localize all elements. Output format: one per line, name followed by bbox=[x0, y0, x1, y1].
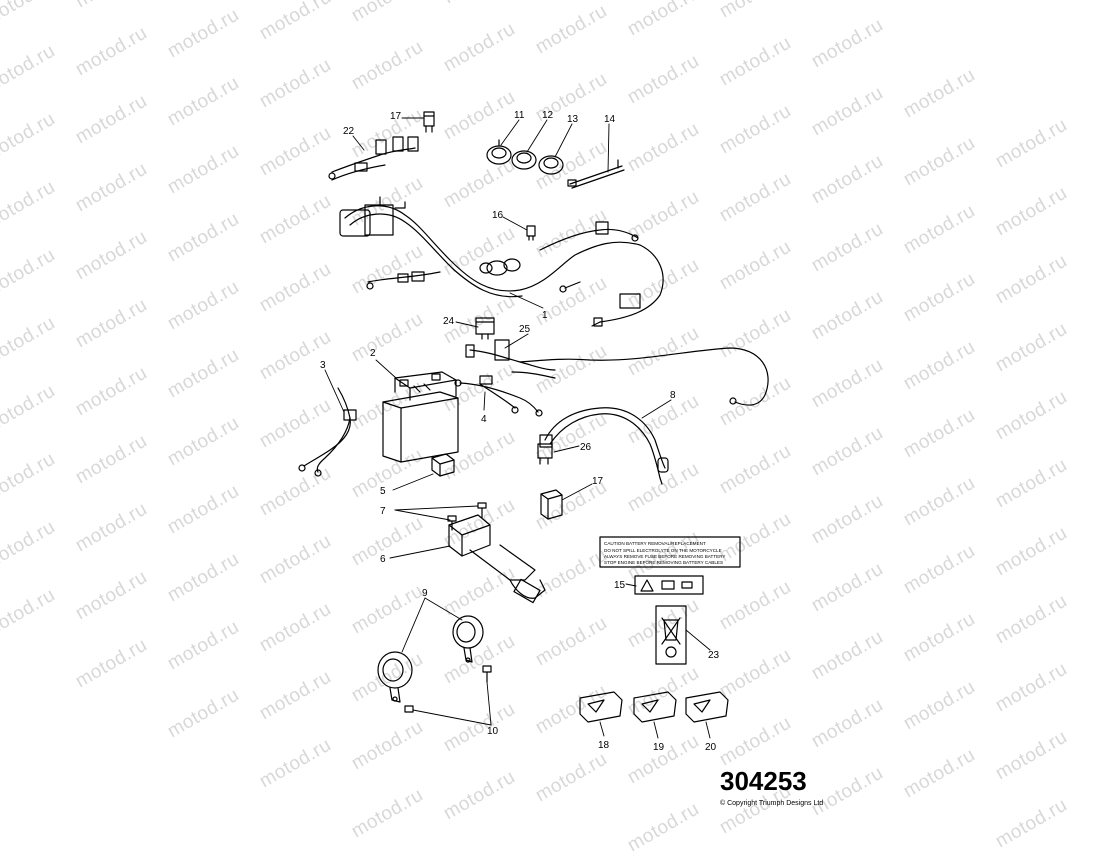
warning-line-3: ALWAYS REMOVE FUSE BEFORE REMOVING BATTE… bbox=[604, 554, 726, 559]
callout-6: 6 bbox=[380, 554, 386, 565]
callout-23: 23 bbox=[708, 650, 720, 661]
part-2-battery bbox=[382, 371, 459, 463]
part-22-subharness bbox=[328, 136, 419, 181]
part-14-strap bbox=[567, 159, 625, 189]
part-17-relay-middle bbox=[540, 489, 563, 520]
part-4-battery-lead bbox=[454, 375, 543, 417]
callout-11: 11 bbox=[514, 110, 525, 121]
warning-label-text: CAUTION BATTERY REMOVAL/REPLACEMENT DO N… bbox=[604, 541, 726, 565]
callout-14: 14 bbox=[604, 114, 616, 125]
callout-15: 15 bbox=[614, 580, 626, 591]
callout-22: 22 bbox=[343, 126, 355, 137]
part-20-fuse bbox=[685, 691, 729, 723]
callout-16: 16 bbox=[492, 210, 504, 221]
part-17-relay-top bbox=[423, 111, 435, 133]
leader-lines bbox=[324, 117, 711, 739]
callout-17-middle: 17 bbox=[592, 476, 604, 487]
part-10-screws bbox=[404, 665, 492, 713]
copyright-notice: © Copyright Triumph Designs Ltd bbox=[720, 800, 824, 807]
warning-line-2: DO NOT SPILL ELECTROLYTE ON THE MOTORCYC… bbox=[604, 548, 722, 553]
part-18-fuse bbox=[579, 691, 623, 723]
callout-4: 4 bbox=[481, 414, 487, 425]
callout-5: 5 bbox=[380, 486, 386, 497]
callout-24: 24 bbox=[443, 316, 455, 327]
callout-25: 25 bbox=[519, 324, 531, 335]
callout-20: 20 bbox=[705, 742, 717, 753]
part-11-cap bbox=[486, 139, 512, 165]
part-24-relay bbox=[475, 317, 495, 340]
part-5-block bbox=[431, 453, 455, 477]
part-13-cap bbox=[538, 155, 564, 175]
callout-9: 9 bbox=[422, 588, 428, 599]
callout-12: 12 bbox=[542, 110, 554, 121]
diagram-drawing: 1 2 3 4 5 6 7 8 9 10 11 12 13 14 15 16 1… bbox=[298, 110, 769, 753]
part-25-harness bbox=[465, 339, 769, 406]
callout-labels: 1 2 3 4 5 6 7 8 9 10 11 12 13 14 15 16 1… bbox=[320, 110, 720, 753]
part-1-main-harness bbox=[339, 196, 664, 327]
part-8-sensor-lead bbox=[539, 407, 669, 485]
callout-18: 18 bbox=[598, 740, 610, 751]
callout-26: 26 bbox=[580, 442, 592, 453]
part-26-connector bbox=[537, 443, 553, 465]
callout-7: 7 bbox=[380, 506, 386, 517]
diagram-part-number: 304253 bbox=[720, 766, 807, 796]
part-16-grommet bbox=[526, 225, 536, 241]
part-9-horns bbox=[377, 615, 484, 703]
warning-line-4: STOP ENGINE BEFORE REMOVING BATTERY CABL… bbox=[604, 560, 723, 565]
callout-8: 8 bbox=[670, 390, 676, 401]
warning-line-1: CAUTION BATTERY REMOVAL/REPLACEMENT bbox=[604, 541, 706, 546]
part-23-recycle-label bbox=[655, 605, 687, 665]
part-6-regulator bbox=[448, 514, 546, 604]
part-19-fuse bbox=[633, 691, 677, 723]
callout-10: 10 bbox=[487, 726, 499, 737]
callout-3: 3 bbox=[320, 360, 326, 371]
part-15-warning-label bbox=[599, 536, 741, 595]
callout-13: 13 bbox=[567, 114, 579, 125]
callout-17-top: 17 bbox=[390, 111, 402, 122]
part-3-battery-lead bbox=[298, 387, 357, 477]
callout-1: 1 bbox=[542, 310, 548, 321]
callout-19: 19 bbox=[653, 742, 665, 753]
part-12-cap bbox=[511, 150, 537, 170]
callout-2: 2 bbox=[370, 348, 376, 359]
